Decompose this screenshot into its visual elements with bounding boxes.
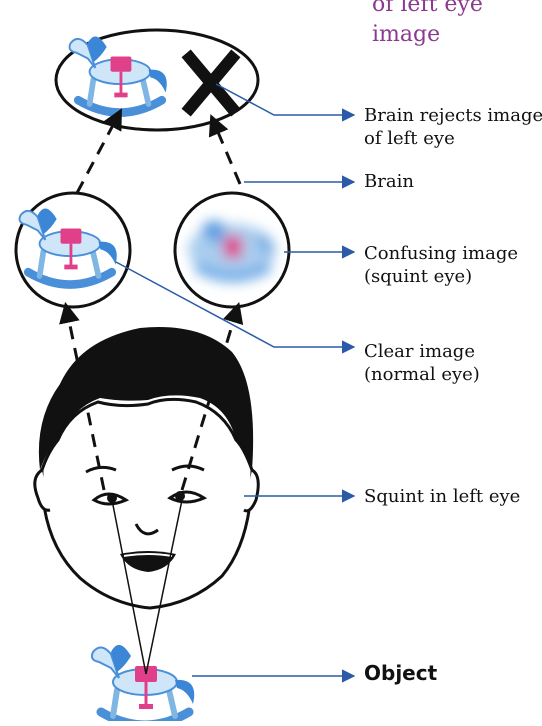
path-right-upper bbox=[212, 118, 240, 184]
label-brain-rejects-line1: Brain rejects image bbox=[364, 104, 542, 127]
label-object: Object bbox=[364, 660, 437, 686]
title-fragment-line2: image bbox=[372, 20, 483, 50]
title-fragment-line1: of left eye bbox=[372, 0, 483, 20]
label-brain-rejects: Brain rejects image of left eye bbox=[364, 104, 542, 150]
label-clear-line1: Clear image bbox=[364, 340, 480, 363]
path-left-upper bbox=[77, 112, 120, 193]
label-clear-image: Clear image (normal eye) bbox=[364, 340, 480, 386]
child-face-illustration bbox=[35, 327, 258, 608]
title-fragment: of left eye image bbox=[372, 0, 483, 50]
label-confusing-line2: (squint eye) bbox=[364, 265, 518, 288]
label-brain: Brain bbox=[364, 170, 414, 193]
label-confusing-image: Confusing image (squint eye) bbox=[364, 242, 518, 288]
label-clear-line2: (normal eye) bbox=[364, 363, 480, 386]
label-squint: Squint in left eye bbox=[364, 485, 520, 508]
label-confusing-line1: Confusing image bbox=[364, 242, 518, 265]
label-brain-rejects-line2: of left eye bbox=[364, 127, 542, 150]
